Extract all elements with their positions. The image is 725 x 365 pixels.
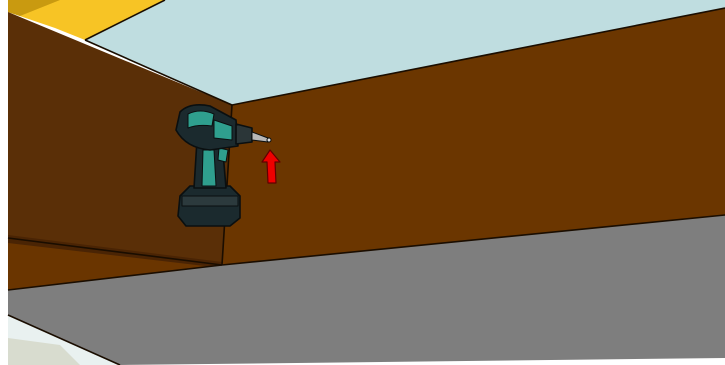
illustration-canvas — [0, 0, 725, 365]
assembly-illustration — [0, 0, 725, 365]
